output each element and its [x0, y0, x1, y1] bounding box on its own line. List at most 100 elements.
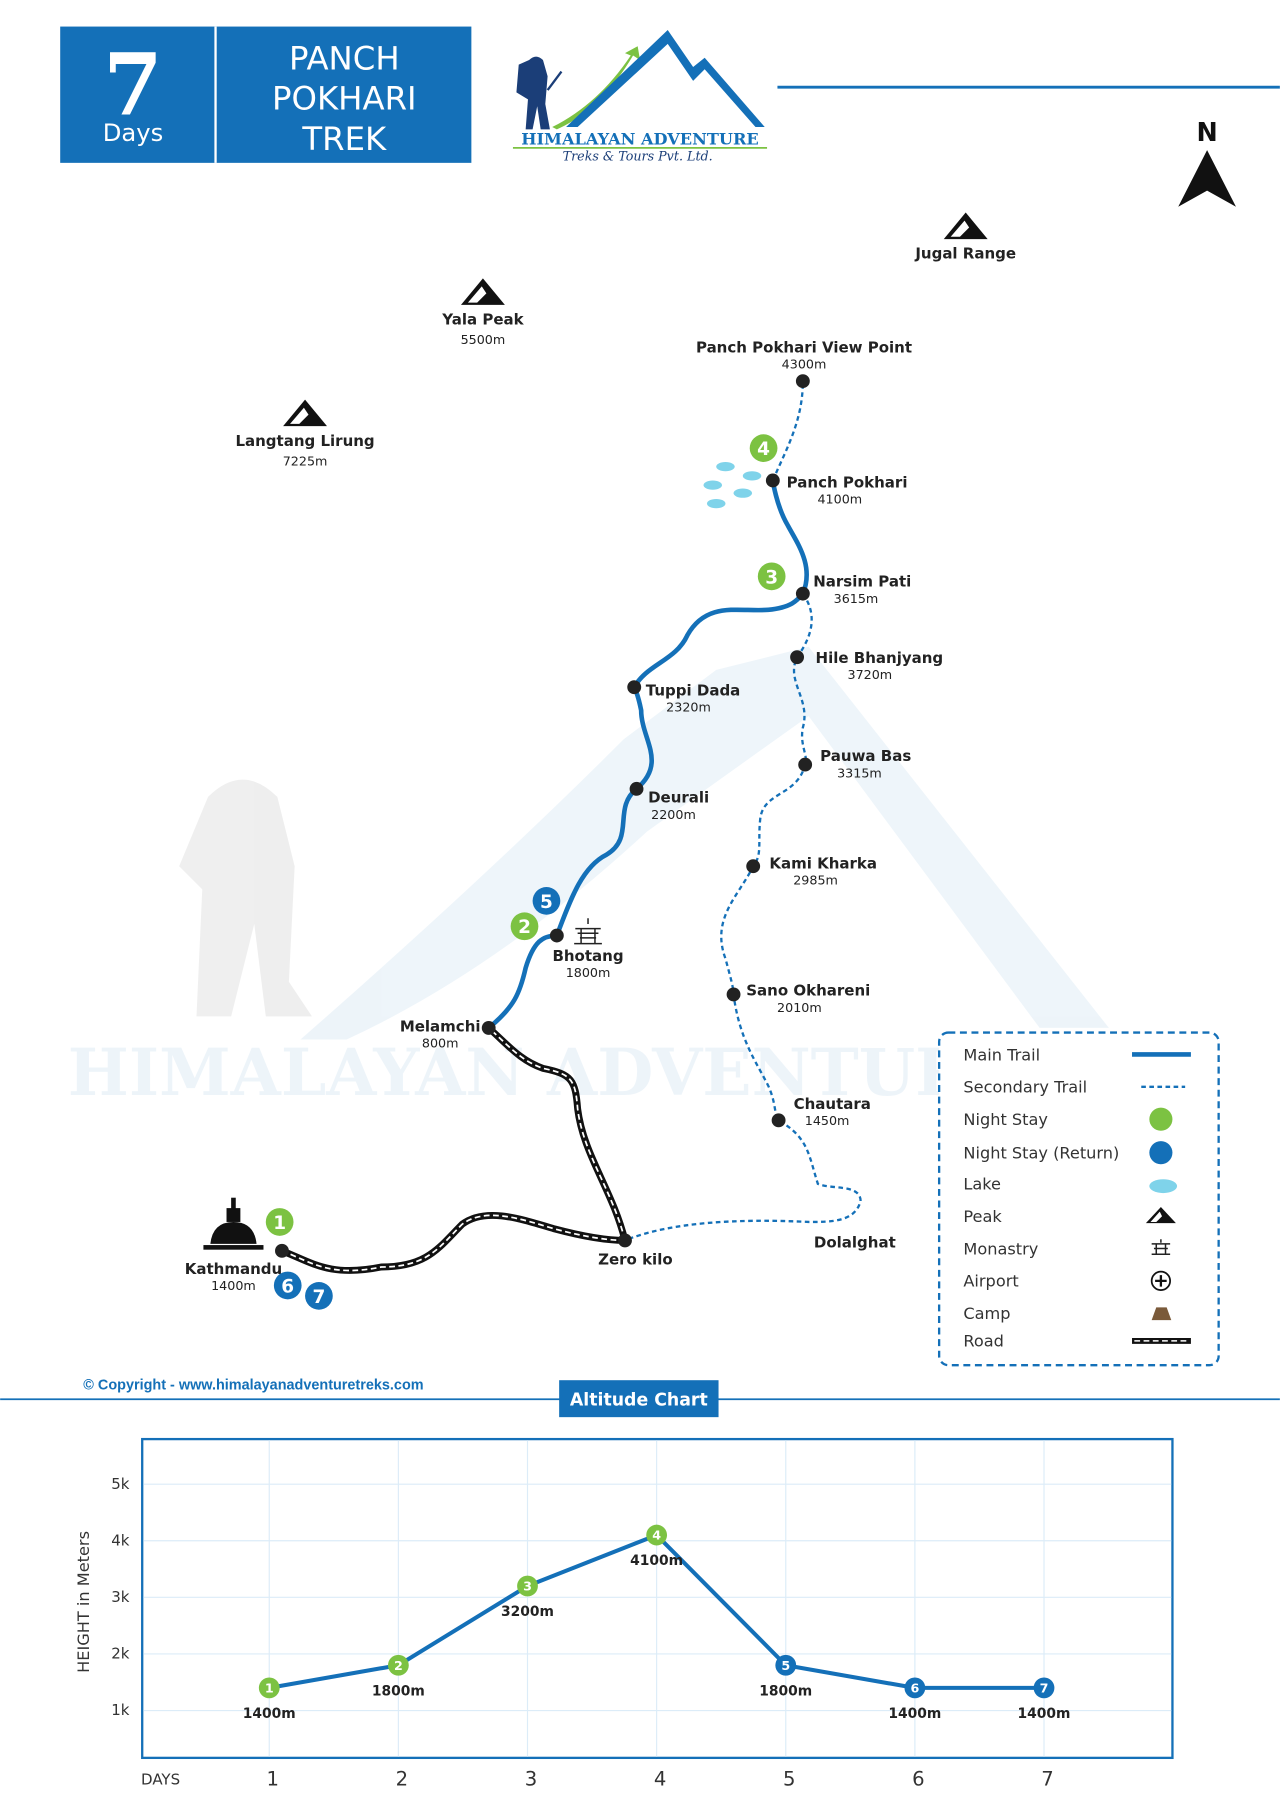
x-tick-label: 1 [266, 1768, 279, 1791]
north-arrow-icon [1178, 150, 1236, 207]
night-stay-day-number: 3 [765, 567, 778, 588]
y-tick-label: 1k [111, 1701, 130, 1719]
legend-label: Airport [963, 1272, 1018, 1291]
night-stay-day-4: 4 [749, 434, 778, 462]
night-stay-day-3: 3 [757, 562, 786, 591]
data-label: 3200m [501, 1604, 554, 1620]
lake-icon [703, 461, 762, 509]
place-name: Kathmandu [185, 1260, 282, 1278]
peak-icon [1145, 1206, 1176, 1224]
altitude-point-day-4: 4 4100m [630, 1524, 683, 1569]
peak-altitude: 7225m [283, 453, 328, 468]
x-tick-label: 7 [1041, 1768, 1054, 1791]
x-tick-label: 6 [912, 1768, 925, 1791]
logo-hiker-icon [516, 56, 550, 130]
place-altitude: 3720m [848, 667, 893, 682]
data-point [775, 1654, 797, 1676]
blue-dot-icon [1149, 1141, 1173, 1165]
place-name: Melamchi [400, 1017, 481, 1035]
logo-mountain-icon [566, 30, 765, 128]
title-line-1: PANCH [289, 39, 400, 77]
title-line-3: TREK [301, 120, 387, 158]
data-label: 1800m [372, 1683, 425, 1699]
place-name: Pauwa Bas [820, 747, 911, 765]
night-stay-day-6: 6 [273, 1271, 302, 1300]
data-point [646, 1524, 668, 1546]
data-label: 4100m [630, 1553, 683, 1569]
altitude-point-day-3: 3 3200m [501, 1575, 554, 1620]
north-label: N [1196, 117, 1217, 147]
monastery-icon [574, 918, 602, 945]
y-tick-label: 5k [111, 1475, 130, 1493]
data-point [517, 1575, 538, 1597]
y-axis-label: HEIGHT in Meters [74, 1531, 93, 1673]
logo-tagline: Treks & Tours Pvt. Ltd. [563, 149, 713, 164]
night-stay-day-5: 5 [532, 887, 561, 915]
place-marker-icon [275, 1243, 289, 1258]
y-tick-label: 3k [111, 1588, 130, 1606]
place-name: Hile Bhanjyang [816, 649, 944, 667]
data-label: 1400m [243, 1706, 296, 1722]
legend-label: Night Stay (Return) [963, 1143, 1119, 1162]
stupa-icon [203, 1197, 264, 1250]
legend-label: Peak [963, 1207, 1002, 1226]
data-label: 1800m [759, 1683, 812, 1699]
camp-icon [1151, 1307, 1172, 1321]
place-marker-icon [746, 859, 761, 874]
place-name: Sano Okhareni [746, 982, 870, 1000]
legend-item-monastry: Monastry [963, 1239, 1171, 1258]
night-stay-day-1: 1 [265, 1208, 294, 1236]
night-stay-day-number: 5 [540, 892, 553, 913]
svg-text:HIMALAYAN ADVENTURE: HIMALAYAN ADVENTURE [68, 1035, 1018, 1111]
night-stay-marker-icon [749, 434, 778, 462]
x-tick-label: 3 [525, 1768, 538, 1791]
legend-item-lake: Lake [963, 1175, 1178, 1194]
days-label: Days [103, 118, 164, 147]
main-trail-summit-section [771, 381, 805, 481]
night-stay-marker-icon [510, 912, 539, 941]
place-marker-icon [765, 473, 780, 488]
days-number: 7 [103, 35, 162, 135]
peak-name: Langtang Lirung [235, 432, 374, 450]
legend-label: Lake [963, 1175, 1001, 1194]
copyright-text: © Copyright - www.himalayanadventuretrek… [83, 1377, 423, 1393]
data-point-day: 3 [523, 1579, 532, 1594]
data-point [904, 1677, 926, 1699]
legend-item-night-stay: Night Stay [963, 1107, 1173, 1131]
place-name: Tuppi Dada [646, 681, 741, 699]
place-altitude: 3315m [837, 765, 882, 780]
place-name: Panch Pokhari View Point [696, 338, 912, 356]
data-point-day: 5 [781, 1658, 790, 1673]
data-point-day: 4 [652, 1528, 661, 1543]
x-tick-label: 5 [783, 1768, 796, 1791]
title-line-2: POKHARI [272, 80, 417, 118]
chart-plot-area [141, 1437, 1174, 1760]
x-axis-label: DAYS [141, 1770, 180, 1788]
place-marker-icon [549, 928, 564, 943]
night-stay-marker-icon [265, 1208, 294, 1236]
night-stay-day-7: 7 [305, 1282, 333, 1310]
night-stay-day-number: 6 [281, 1276, 294, 1297]
place-marker-icon [795, 374, 810, 389]
place-marker-icon [795, 586, 810, 601]
night-stay-day-2: 2 [510, 912, 539, 941]
place-altitude: 1450m [805, 1113, 850, 1128]
night-stay-day-number: 2 [518, 917, 531, 938]
peak-name: Jugal Range [914, 245, 1016, 263]
altitude-point-day-5: 5 1800m [759, 1654, 812, 1699]
chart-title-box [559, 1380, 719, 1418]
place-altitude: 2320m [666, 699, 711, 714]
legend-label: Night Stay [963, 1110, 1048, 1129]
data-point [1033, 1677, 1055, 1699]
x-tick-label: 4 [654, 1768, 667, 1791]
